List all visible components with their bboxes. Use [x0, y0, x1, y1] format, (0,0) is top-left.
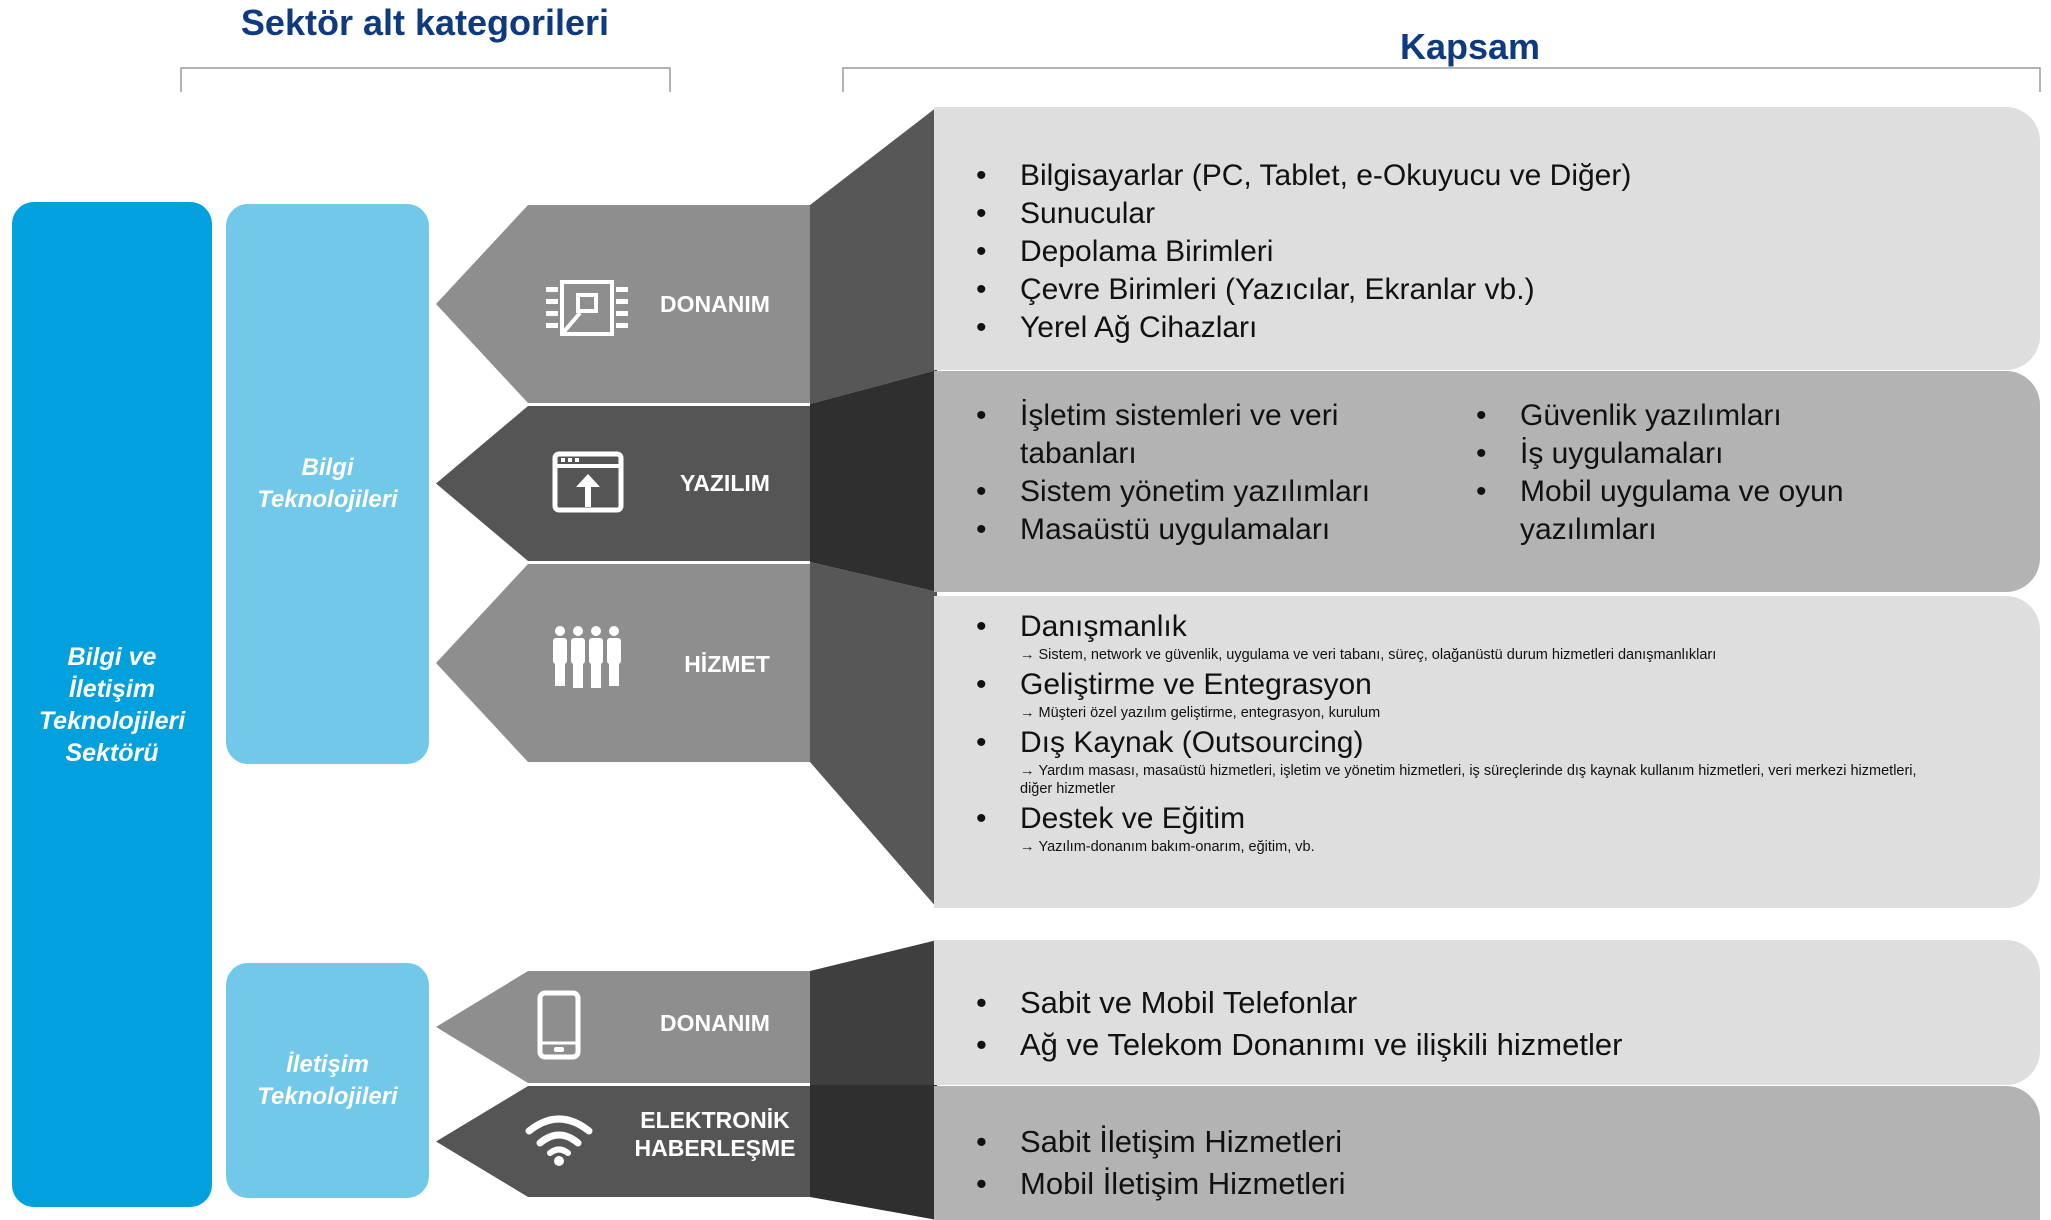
connector-elektronik [810, 1085, 937, 1220]
group-pill-iletisim: İletişim Teknolojileri [226, 963, 429, 1198]
list-item: Sistem yönetim yazılımları [974, 473, 1404, 511]
service-title: Dış Kaynak (Outsourcing) [1020, 726, 1364, 759]
list-item: Sabit ve Mobil Telefonlar [974, 982, 1974, 1024]
list-item: Bilgisayarlar (PC, Tablet, e-Okuyucu ve … [974, 157, 1974, 195]
list-item: Dış Kaynak (Outsourcing) →Yardım masası,… [974, 724, 2004, 798]
scope-panel-yazilim: İşletim sistemleri ve veri tabanları Sis… [934, 371, 2040, 592]
group-label-iletisim: İletişim Teknolojileri [257, 1050, 398, 1110]
category-label-yazilim: YAZILIM [680, 470, 770, 496]
list-item: Destek ve Eğitim →Yazılım-donanım bakım-… [974, 800, 2004, 856]
arrow-hizmet [436, 564, 810, 762]
header-brackets [180, 67, 2041, 92]
service-note: →Yazılım-donanım bakım-onarım, eğitim, v… [1020, 839, 1315, 855]
category-label-hizmet: HİZMET [684, 651, 770, 677]
chip-icon [546, 280, 628, 336]
list-item: İşletim sistemleri ve veri tabanları [974, 397, 1404, 473]
sector-pill: Bilgi ve İletişim Teknolojileri Sektörü [12, 202, 212, 1207]
connector-iletisim-donanim [810, 940, 937, 1085]
scope-list-hizmet: Danışmanlık →Sistem, network ve güvenlik… [974, 608, 2004, 856]
list-item: Ağ ve Telekom Donanımı ve ilişkili hizme… [974, 1024, 1974, 1066]
sector-label: Bilgi ve İletişim Teknolojileri Sektörü [38, 642, 186, 767]
arrow-iletisim-donanim [436, 971, 810, 1083]
service-title: Geliştirme ve Entegrasyon [1020, 668, 1372, 701]
scope-panel-donanim: Bilgisayarlar (PC, Tablet, e-Okuyucu ve … [934, 107, 2040, 370]
connector-yazilim [810, 370, 937, 592]
service-note: →Sistem, network ve güvenlik, uygulama v… [1020, 647, 1717, 663]
scope-list-elektronik: Sabit İletişim Hizmetleri Mobil İletişim… [974, 1121, 1974, 1205]
service-title: Danışmanlık [1020, 610, 1187, 643]
right-header: Kapsam [1399, 26, 1541, 67]
list-item: Çevre Birimleri (Yazıcılar, Ekranlar vb.… [974, 271, 1974, 309]
category-label-elektronik: ELEKTRONİK HABERLEŞME [634, 1107, 796, 1161]
scope-panel-elektronik: Sabit İletişim Hizmetleri Mobil İletişim… [934, 1086, 2040, 1220]
scope-list-iletisim-donanim: Sabit ve Mobil Telefonlar Ağ ve Telekom … [974, 982, 1974, 1066]
list-item: Depolama Birimleri [974, 233, 1974, 271]
connector-donanim [810, 107, 937, 404]
list-item: Mobil uygulama ve oyun yazılımları [1474, 473, 1904, 549]
software-upload-icon [552, 451, 624, 513]
wifi-icon [525, 1115, 593, 1166]
group-label-bilgi: Bilgi Teknolojileri [257, 454, 398, 513]
scope-list-yazilim-right: Güvenlik yazılımları İş uygulamaları Mob… [1474, 397, 1904, 549]
list-item: Danışmanlık →Sistem, network ve güvenlik… [974, 608, 2004, 664]
service-note: →Yardım masası, masaüstü hizmetleri, işl… [1020, 763, 1917, 797]
scope-panel-hizmet: Danışmanlık →Sistem, network ve güvenlik… [934, 596, 2040, 908]
list-item: Geliştirme ve Entegrasyon →Müşteri özel … [974, 666, 2004, 722]
service-note: →Müşteri özel yazılım geliştirme, entegr… [1020, 705, 1381, 721]
scope-list-yazilim-left: İşletim sistemleri ve veri tabanları Sis… [974, 397, 1404, 549]
category-label-iletisim-donanim: DONANIM [660, 1010, 770, 1036]
list-item: Yerel Ağ Cihazları [974, 309, 1974, 347]
category-label-donanim: DONANIM [660, 291, 770, 317]
connector-hizmet [810, 562, 937, 908]
scope-list-donanim: Bilgisayarlar (PC, Tablet, e-Okuyucu ve … [974, 157, 1974, 347]
list-item: Güvenlik yazılımları [1474, 397, 1904, 435]
left-header: Sektör alt kategorileri [240, 2, 610, 43]
list-item: Mobil İletişim Hizmetleri [974, 1163, 1974, 1205]
list-item: Sabit İletişim Hizmetleri [974, 1121, 1974, 1163]
group-pill-bilgi: Bilgi Teknolojileri [226, 204, 429, 764]
arrow-elektronik [436, 1086, 810, 1197]
list-item: Sunucular [974, 195, 1974, 233]
scope-panel-iletisim-donanim: Sabit ve Mobil Telefonlar Ağ ve Telekom … [934, 940, 2040, 1085]
people-icon [553, 626, 621, 688]
list-item: Masaüstü uygulamaları [974, 511, 1404, 549]
service-title: Destek ve Eğitim [1020, 802, 1246, 835]
phone-icon [537, 990, 581, 1060]
list-item: İş uygulamaları [1474, 435, 1904, 473]
